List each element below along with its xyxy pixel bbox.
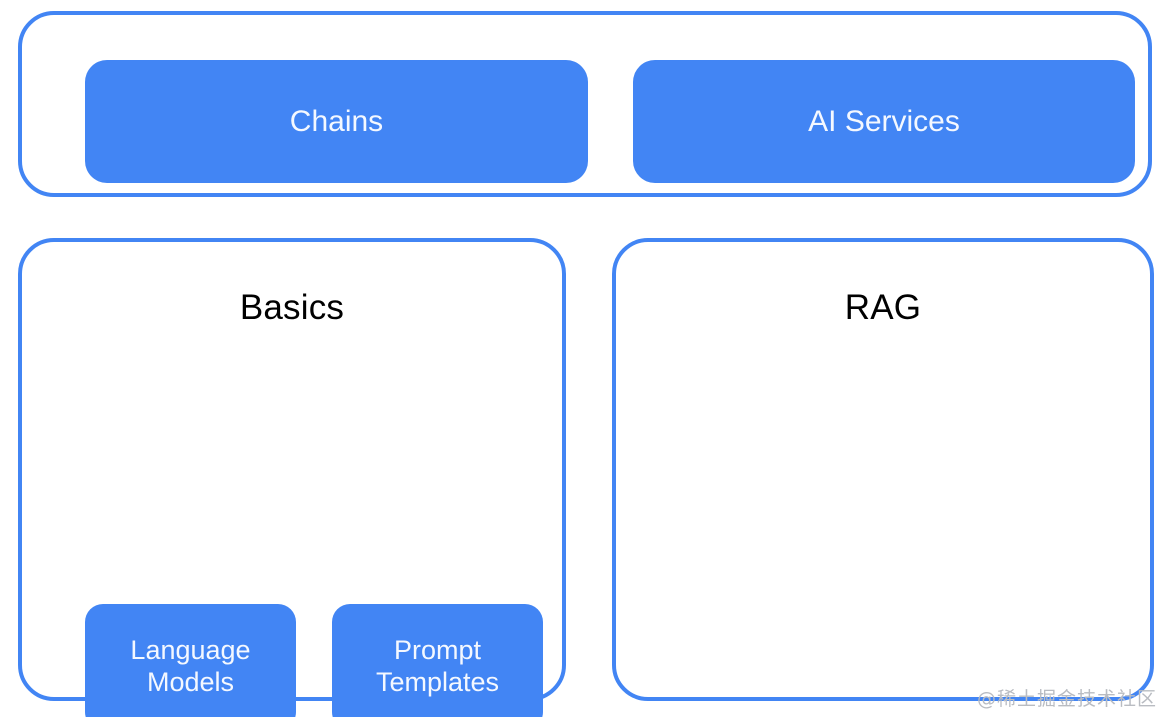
basics-group-title: Basics <box>239 288 345 327</box>
node-chains[interactable]: Chains <box>85 60 588 183</box>
node-prompt-templates[interactable]: Prompt Templates <box>332 604 543 717</box>
node-language-models[interactable]: Language Models <box>85 604 296 717</box>
rag-group-panel: RAG Document Loaders Document Splitters … <box>612 238 1154 701</box>
rag-group-title: RAG <box>844 288 922 327</box>
node-ai-services[interactable]: AI Services <box>633 60 1135 183</box>
watermark-text: @稀土掘金技术社区 <box>976 688 1157 710</box>
basics-group-panel: Basics Language Models Prompt Templates … <box>18 238 566 717</box>
top-group-panel: Chains AI Services <box>18 11 1152 197</box>
